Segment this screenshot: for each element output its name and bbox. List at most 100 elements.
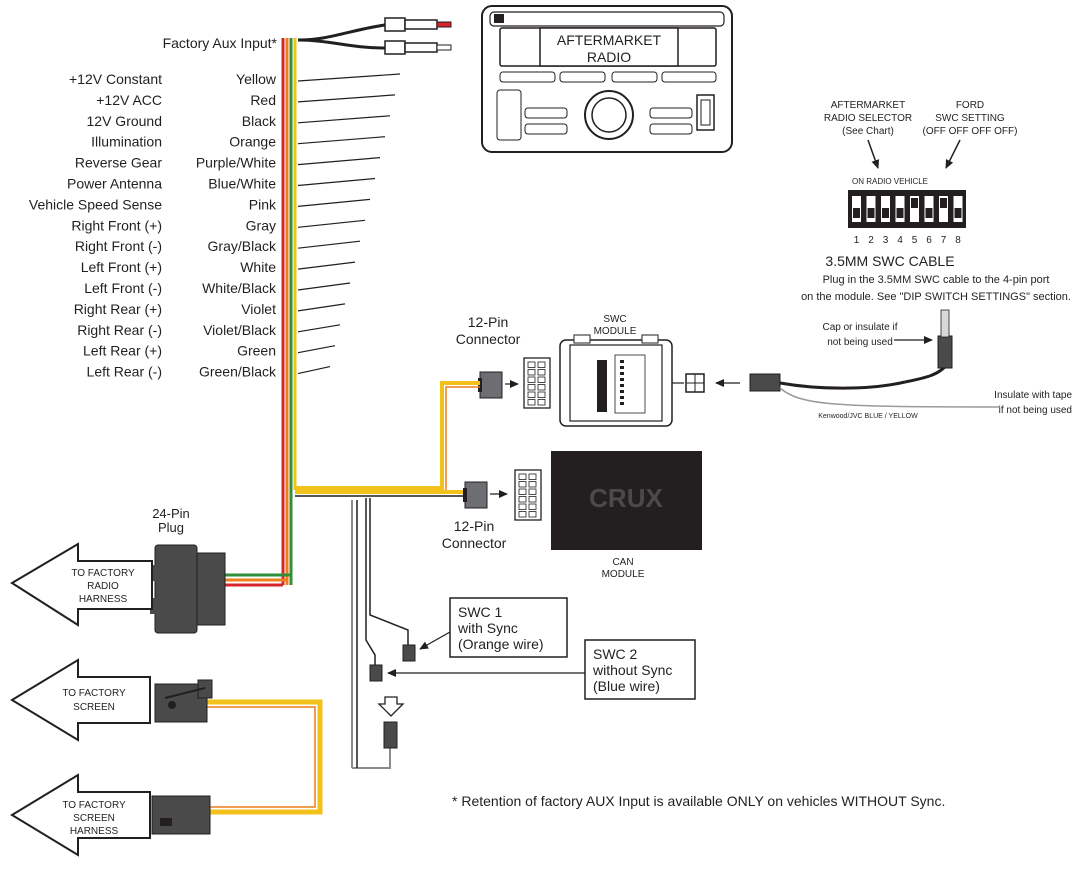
arrow-radio-1: TO FACTORY	[71, 568, 135, 579]
swc2-line2: without Sync	[592, 662, 672, 678]
radio-line1: AFTERMARKET	[557, 32, 662, 48]
wire-tail	[297, 157, 381, 166]
dip-number: 7	[941, 235, 947, 246]
wire-color-label: Purple/White	[196, 155, 276, 171]
connector-pin	[527, 384, 536, 391]
arrow-to-screen: TO FACTORY SCREEN	[10, 658, 151, 742]
dip-number: 2	[868, 235, 874, 246]
arrow-icon	[419, 631, 451, 650]
wire-tail	[297, 177, 376, 187]
cap-note-1: Cap or insulate if	[822, 322, 897, 333]
wire-color-label: Orange	[229, 134, 276, 150]
swc2-line1: SWC 2	[593, 646, 638, 662]
connector-pin	[528, 496, 537, 503]
can-module-label-1: CAN	[612, 557, 633, 568]
crux-logo: CRUX	[589, 483, 663, 513]
dip-switch	[848, 190, 966, 228]
connector-12pin-top-2: Connector	[456, 331, 521, 347]
swc-cable-title: 3.5MM SWC CABLE	[825, 253, 954, 269]
swc-mate-connector	[383, 721, 398, 749]
arrow-to-screen-harness: TO FACTORY SCREEN HARNESS	[10, 773, 151, 857]
wire-color-label: Violet	[241, 301, 276, 317]
screen-harness-connector	[151, 795, 211, 835]
connector-pin	[527, 369, 536, 376]
swc1-line1: SWC 1	[458, 604, 503, 620]
wire-tail	[297, 366, 331, 375]
connector-pin	[528, 503, 537, 510]
swc-drop-wires	[351, 498, 409, 769]
arrow-screen-harness-3: HARNESS	[70, 826, 119, 837]
dip-number: 5	[912, 235, 918, 246]
insulate-note-1: Insulate with tape	[994, 390, 1072, 401]
connector-pin	[527, 376, 536, 383]
insulate-note-2: if not being used	[999, 405, 1072, 416]
dip-switch-lever	[896, 208, 904, 218]
selector-label-3: (See Chart)	[842, 126, 894, 137]
connector-pin	[537, 384, 546, 391]
wire-function-label: Right Front (-)	[75, 238, 162, 254]
wire-function-label: Left Front (-)	[84, 280, 162, 296]
dip-switch-lever	[940, 198, 947, 208]
connector-pin	[518, 511, 527, 518]
dip-switch-lever	[867, 208, 875, 218]
connector-pin	[537, 391, 546, 398]
connector-12pin-bottom-1: 12-Pin	[454, 518, 494, 534]
wire-function-label: Right Rear (-)	[77, 322, 162, 338]
kenwood-label: Kenwood/JVC BLUE / YELLOW	[818, 413, 918, 420]
four-pin-port	[672, 373, 740, 393]
wire-function-label: 12V Ground	[87, 113, 163, 129]
wire-color-label: Pink	[249, 196, 277, 212]
wire-function-label: Left Rear (+)	[83, 343, 162, 359]
swc2-box	[584, 639, 696, 700]
arrow-radio-3: HARNESS	[79, 594, 128, 605]
selector-label-2: RADIO SELECTOR	[824, 113, 912, 124]
ford-label-1: FORD	[956, 100, 984, 111]
arrow-screen-harness-2: SCREEN	[73, 813, 115, 824]
swc-module	[559, 334, 673, 427]
dip-switch-lever	[911, 198, 918, 208]
connector-12pin-top	[478, 357, 551, 409]
connector-pin	[537, 361, 546, 368]
swc1-connector	[402, 644, 416, 662]
ford-label-3: (OFF OFF OFF OFF)	[923, 126, 1018, 137]
arrow-to-radio-harness: TO FACTORY RADIO HARNESS	[10, 542, 153, 627]
swc2-connector	[369, 664, 383, 682]
wire-function-label: Vehicle Speed Sense	[29, 196, 162, 212]
dip-switch-lever	[882, 208, 889, 218]
aftermarket-radio: AFTERMARKET RADIO	[481, 5, 733, 153]
wire-function-label: +12V Constant	[69, 71, 162, 87]
wire-color-label: Green	[237, 343, 276, 359]
wire-color-label: White	[240, 259, 276, 275]
connector-pin	[518, 496, 527, 503]
wire-function-label: Right Front (+)	[71, 217, 162, 233]
wire-tail	[297, 94, 396, 103]
connector-pin	[537, 376, 546, 383]
branch-wires	[295, 381, 480, 497]
wire-color-label: Yellow	[236, 71, 277, 87]
swc-module-label-1: SWC	[603, 314, 626, 325]
plug-24pin-label-2: Plug	[158, 520, 184, 535]
swc1-line2: with Sync	[457, 620, 518, 636]
wire-color-label: White/Black	[202, 280, 277, 296]
wire-color-label: Blue/White	[208, 176, 276, 192]
connector-pin	[518, 503, 527, 510]
dip-number: 8	[955, 235, 961, 246]
connector-pin	[527, 399, 536, 406]
swc-module-label-2: MODULE	[594, 326, 637, 337]
connector-pin	[528, 511, 537, 518]
arrow-screen-1: TO FACTORY	[62, 688, 126, 699]
connector-12pin-top-1: 12-Pin	[468, 314, 508, 330]
rca-plug-icon	[297, 17, 452, 55]
connector-12pin-bottom-2: Connector	[442, 535, 507, 551]
wire-tail	[297, 219, 366, 228]
wire-color-label: Gray	[246, 217, 276, 233]
wire-function-label: Left Front (+)	[81, 259, 162, 275]
swc2-line3: (Blue wire)	[593, 678, 660, 694]
connector-pin	[527, 361, 536, 368]
harness-trunk	[281, 38, 297, 585]
connector-pin	[528, 481, 537, 488]
dip-switch-slot	[939, 196, 948, 222]
dip-switch-lever	[925, 208, 933, 218]
wire-tail	[297, 261, 356, 270]
